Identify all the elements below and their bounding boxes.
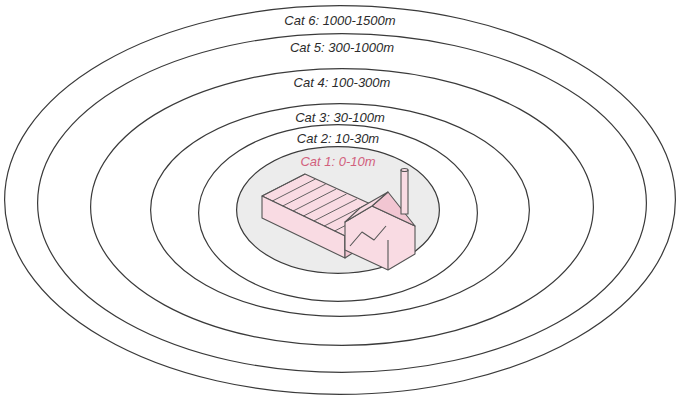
zone-label-holder: Cat 1: 0-10m	[236, 152, 440, 170]
chimney-top	[401, 169, 408, 172]
zone-label: Cat 3: 30-100m	[293, 111, 387, 125]
zone-boundary	[5, 6, 676, 395]
hall-edge	[387, 240, 388, 270]
zone-label: Cat 1: 0-10m	[298, 155, 377, 169]
zone-boundary	[91, 69, 594, 346]
zone-label: Cat 4: 100-300m	[292, 76, 393, 90]
zone-boundary	[199, 125, 478, 302]
zone-label: Cat 2: 10-30m	[295, 132, 381, 146]
hall-windows	[350, 226, 386, 246]
zone-label: Cat 6: 1000-1500m	[282, 14, 397, 28]
zone-boundary	[237, 147, 440, 274]
chimney	[401, 170, 408, 214]
zone-label-holder: Cat 6: 1000-1500m	[4, 11, 676, 29]
sawtooth-line	[283, 184, 326, 206]
zone-label-holder: Cat 4: 100-300m	[90, 73, 594, 91]
zone-boundary	[151, 104, 530, 317]
zone-label-holder: Cat 3: 30-100m	[150, 108, 530, 126]
zone-boundary	[38, 34, 647, 373]
zone-label-holder: Cat 5: 300-1000m	[37, 38, 647, 56]
zone-label: Cat 5: 300-1000m	[288, 41, 396, 55]
sawtooth-line	[304, 194, 347, 216]
sawtooth-line	[293, 189, 336, 211]
zone-label-holder: Cat 2: 10-30m	[198, 129, 478, 147]
